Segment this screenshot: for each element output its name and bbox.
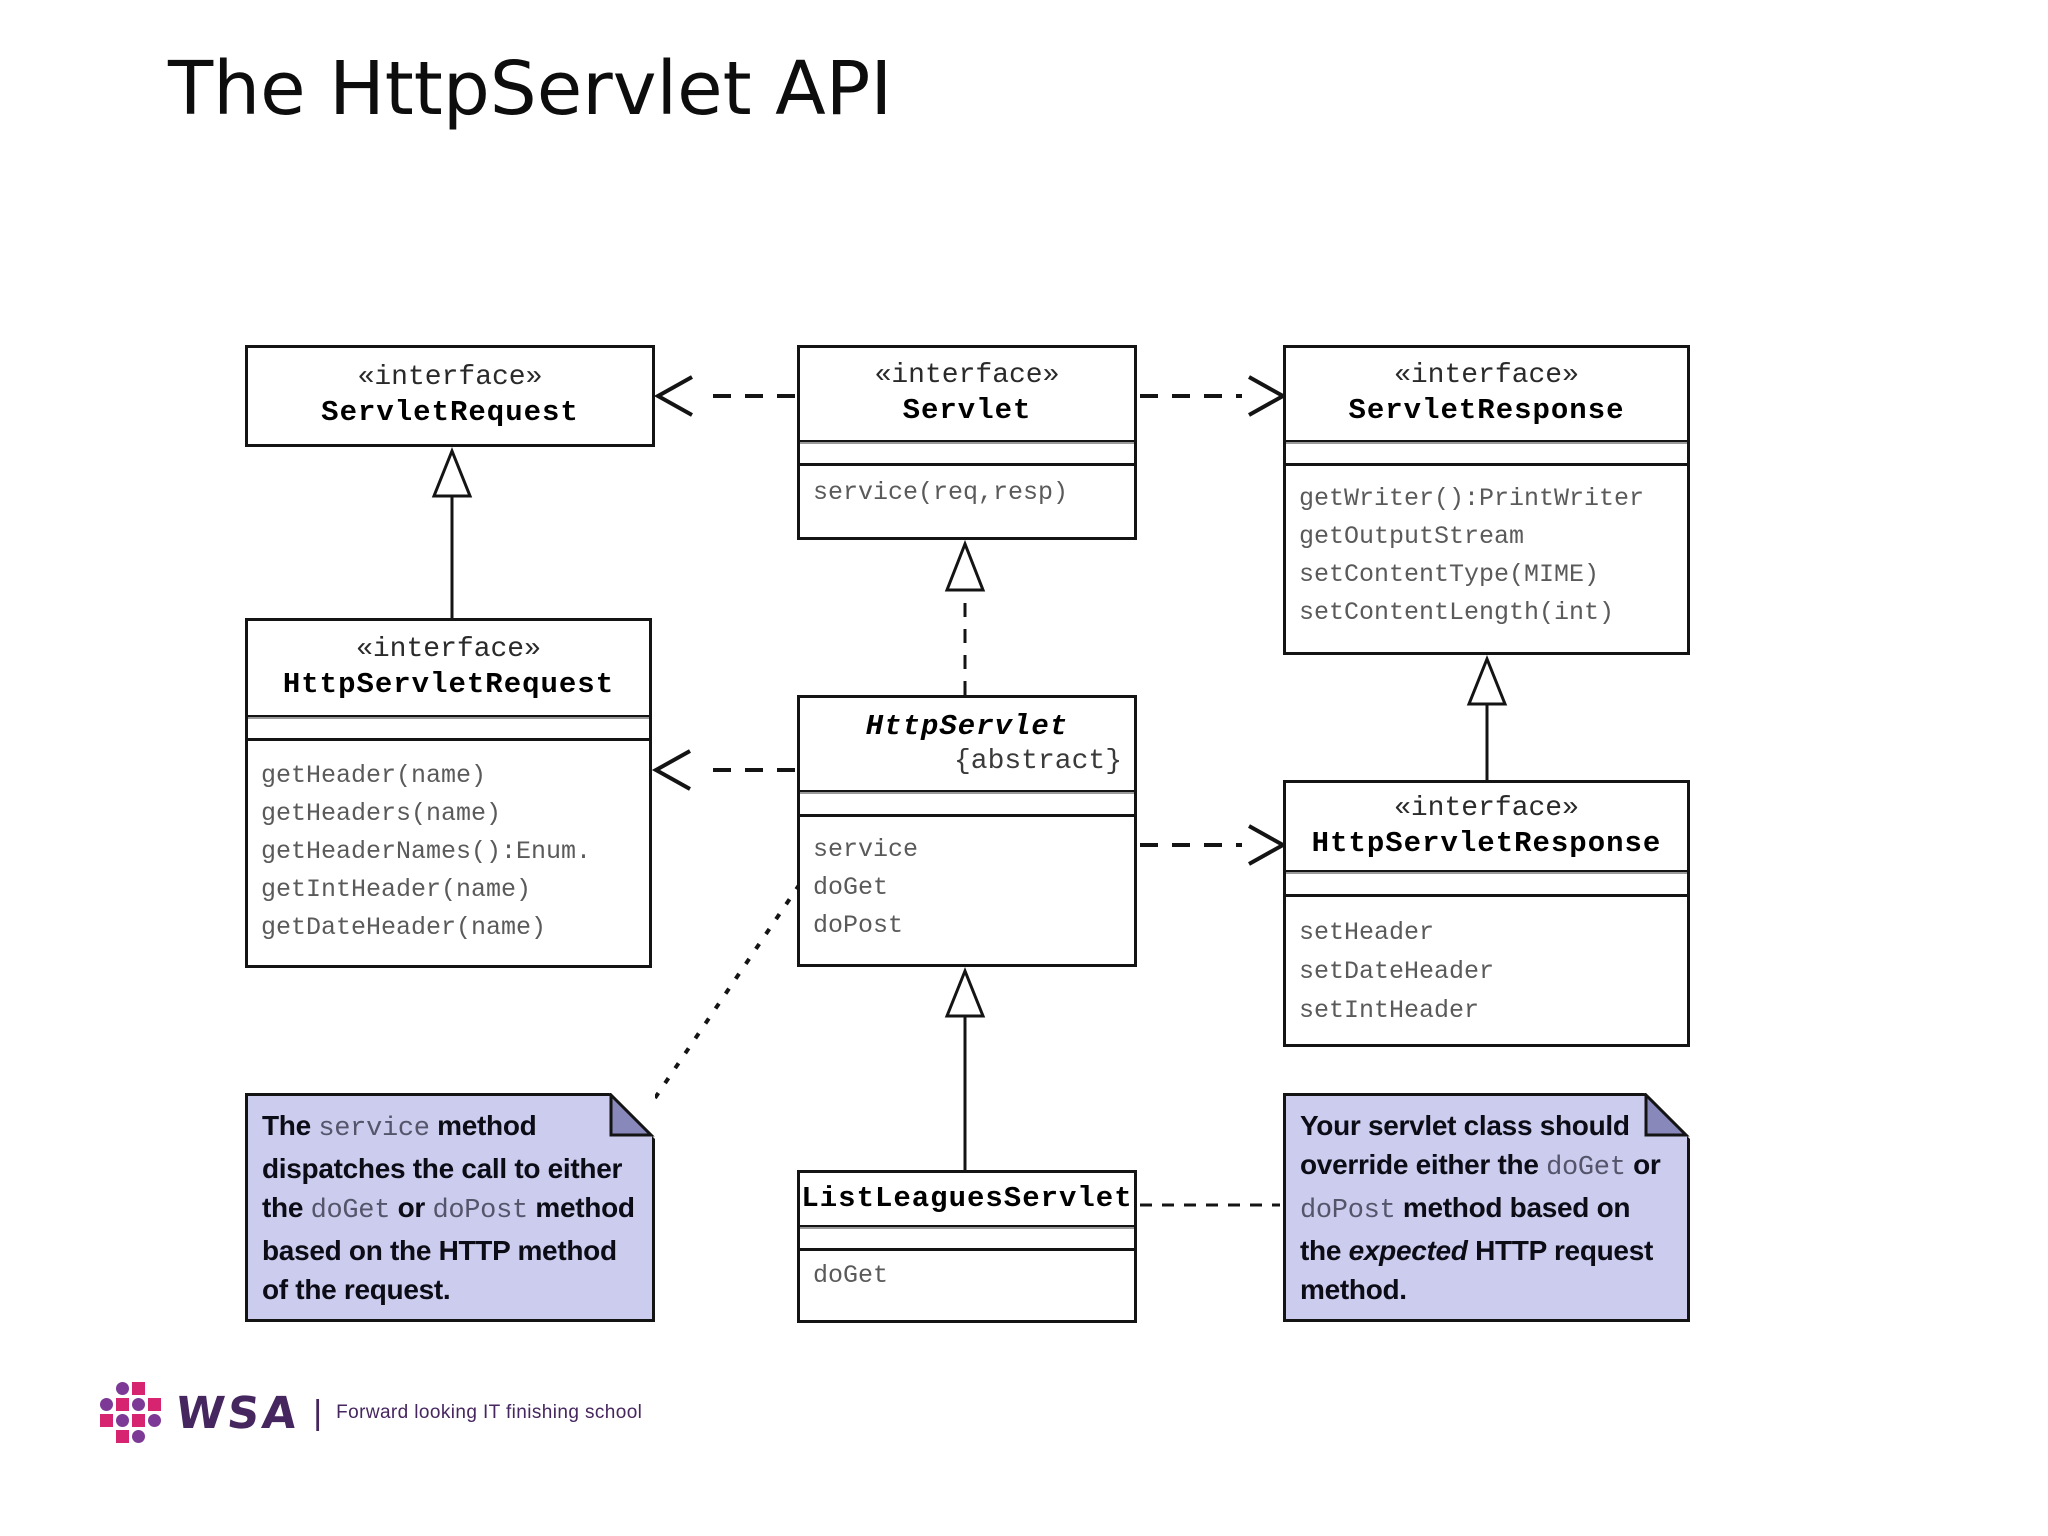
class-box-listleaguesservlet: ListLeaguesServlet doGet [797,1170,1137,1323]
wsa-logo-mark-icon [100,1382,162,1444]
method-label: setDateHeader [1299,957,1495,986]
attributes-compartment [248,717,649,741]
stereotype-label: «interface» [356,634,541,665]
method-label: doPost [813,911,904,940]
wsa-brand-text: WSA [173,1387,302,1439]
note-service-dispatch: The service method dispatches the call t… [245,1093,655,1322]
footer-logo: WSA | Forward looking IT finishing schoo… [100,1382,642,1444]
method-label: doGet [813,873,889,902]
method-label: doGet [813,1261,889,1290]
generalization-arrow-httpservletresponse-servletresponse [1466,654,1508,780]
method-label: getHeaders(name) [261,799,502,828]
attributes-compartment [800,1227,1134,1251]
class-name: HttpServletRequest [282,668,615,701]
stereotype-label: «interface» [1394,360,1579,391]
method-label: getWriter():PrintWriter [1299,484,1645,513]
note-text: Your servlet class should override eithe… [1300,1110,1661,1305]
class-name: ServletResponse [1348,394,1625,427]
class-box-servletrequest: «interface» ServletRequest [245,345,655,447]
class-name: ServletRequest [321,396,579,429]
dependency-arrow-httpservlet-httpservletrequest [651,749,795,791]
method-label: getHeader(name) [261,761,487,790]
footer-tagline: Forward looking IT finishing school [336,1402,643,1423]
stereotype-label: «interface» [1394,792,1579,824]
method-label: setHeader [1299,918,1435,947]
realization-arrow-httpservlet-servlet [944,539,986,695]
note-anchor-left [653,864,814,1100]
dependency-arrow-servlet-servletresponse [1140,375,1288,417]
method-label: getOutputStream [1299,522,1525,551]
note-override-doget-dopost: Your servlet class should override eithe… [1283,1093,1690,1322]
stereotype-label: «interface» [357,362,543,393]
class-box-servlet: «interface» Servlet service(req,resp) [797,345,1137,540]
class-box-httpservletrequest: «interface» HttpServletRequest getHeader… [245,618,652,968]
method-label: setIntHeader [1299,996,1480,1025]
abstract-modifier-label: {abstract} [953,746,1122,777]
class-name: HttpServletResponse [1311,826,1662,860]
attributes-compartment [800,792,1134,817]
dependency-arrow-httpservlet-httpservletresponse [1140,824,1288,866]
generalization-arrow-httpservletrequest-servletrequest [431,446,473,618]
method-label: getDateHeader(name) [261,913,547,942]
attributes-compartment [800,442,1134,466]
note-text: The service method dispatches the call t… [262,1110,635,1305]
page-title: The HttpServlet API [168,46,893,132]
note-fold-icon [609,1093,655,1139]
attributes-compartment [1286,442,1687,466]
method-label: getHeaderNames():Enum. [261,837,592,866]
dependency-arrow-servlet-servletrequest [653,375,795,417]
method-label: setContentType(MIME) [1299,560,1600,589]
attributes-compartment [1286,872,1687,897]
method-label: setContentLength(int) [1299,598,1615,627]
method-label: service [813,835,919,864]
class-name: ListLeaguesServlet [801,1182,1133,1215]
class-box-servletresponse: «interface» ServletResponse getWriter():… [1283,345,1690,655]
method-label: getIntHeader(name) [261,875,532,904]
class-box-httpservlet: HttpServlet {abstract} service doGet doP… [797,695,1137,967]
class-name: HttpServlet [865,710,1069,743]
method-label: service(req,resp) [813,478,1069,507]
footer-separator: | [313,1393,323,1432]
class-box-httpservletresponse: «interface» HttpServletResponse setHeade… [1283,780,1690,1047]
stereotype-label: «interface» [874,360,1060,391]
generalization-arrow-listleaguesservlet-httpservlet [944,966,986,1170]
class-name: Servlet [902,394,1032,427]
note-fold-icon [1644,1093,1690,1139]
